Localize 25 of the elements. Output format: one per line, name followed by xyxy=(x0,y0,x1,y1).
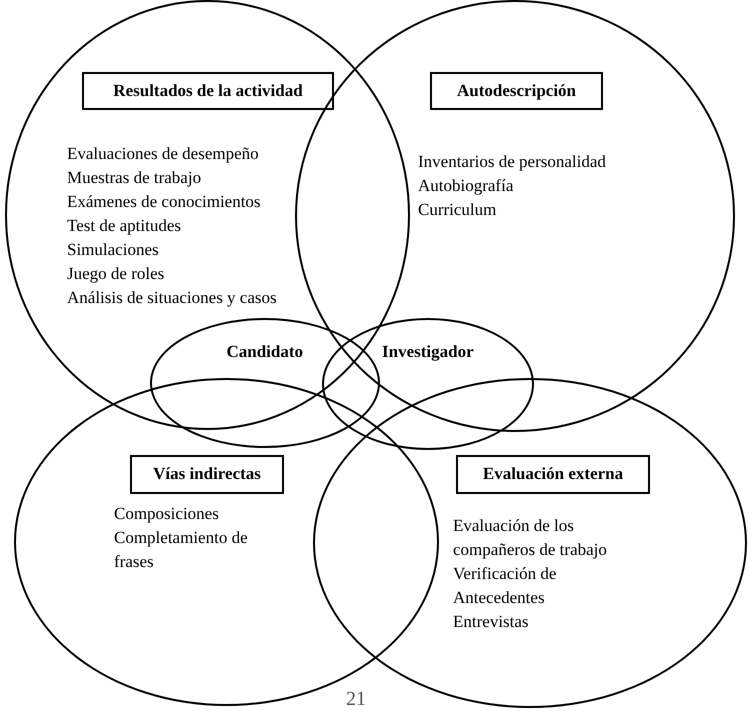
list-item: Muestras de trabajo xyxy=(67,167,202,189)
list-item: Autobiografía xyxy=(418,175,514,197)
heading-box: Resultados de la actividad xyxy=(82,72,334,110)
list-item: Composiciones xyxy=(114,503,219,525)
venn-circle xyxy=(322,318,534,450)
heading-box: Evaluación externa xyxy=(456,455,650,494)
page-number: 21 xyxy=(346,688,366,711)
list-item: Entrevistas xyxy=(453,611,529,633)
list-item: Juego de roles xyxy=(67,263,164,285)
list-item: Curriculum xyxy=(418,199,496,221)
list-item: Evaluaciones de desempeño xyxy=(67,143,259,165)
circle-label: Candidato xyxy=(226,342,304,362)
venn-circle xyxy=(313,378,747,708)
list-item: Evaluación de los compañeros de trabajo xyxy=(453,515,608,561)
list-item: Completamiento de frases xyxy=(114,527,249,573)
heading-box: Autodescripción xyxy=(430,72,603,110)
list-item: Análisis de situaciones y casos xyxy=(67,287,277,309)
list-item: Inventarios de personalidad xyxy=(418,151,606,173)
circle-label: Investigador xyxy=(382,342,474,362)
list-item: Exámenes de conocimientos xyxy=(67,191,261,213)
heading-box: Vías indirectas xyxy=(130,455,284,494)
venn-circle xyxy=(150,318,380,448)
list-item: Verificación de Antecedentes xyxy=(453,563,558,609)
list-item: Simulaciones xyxy=(67,239,159,261)
list-item: Test de aptitudes xyxy=(67,215,182,237)
